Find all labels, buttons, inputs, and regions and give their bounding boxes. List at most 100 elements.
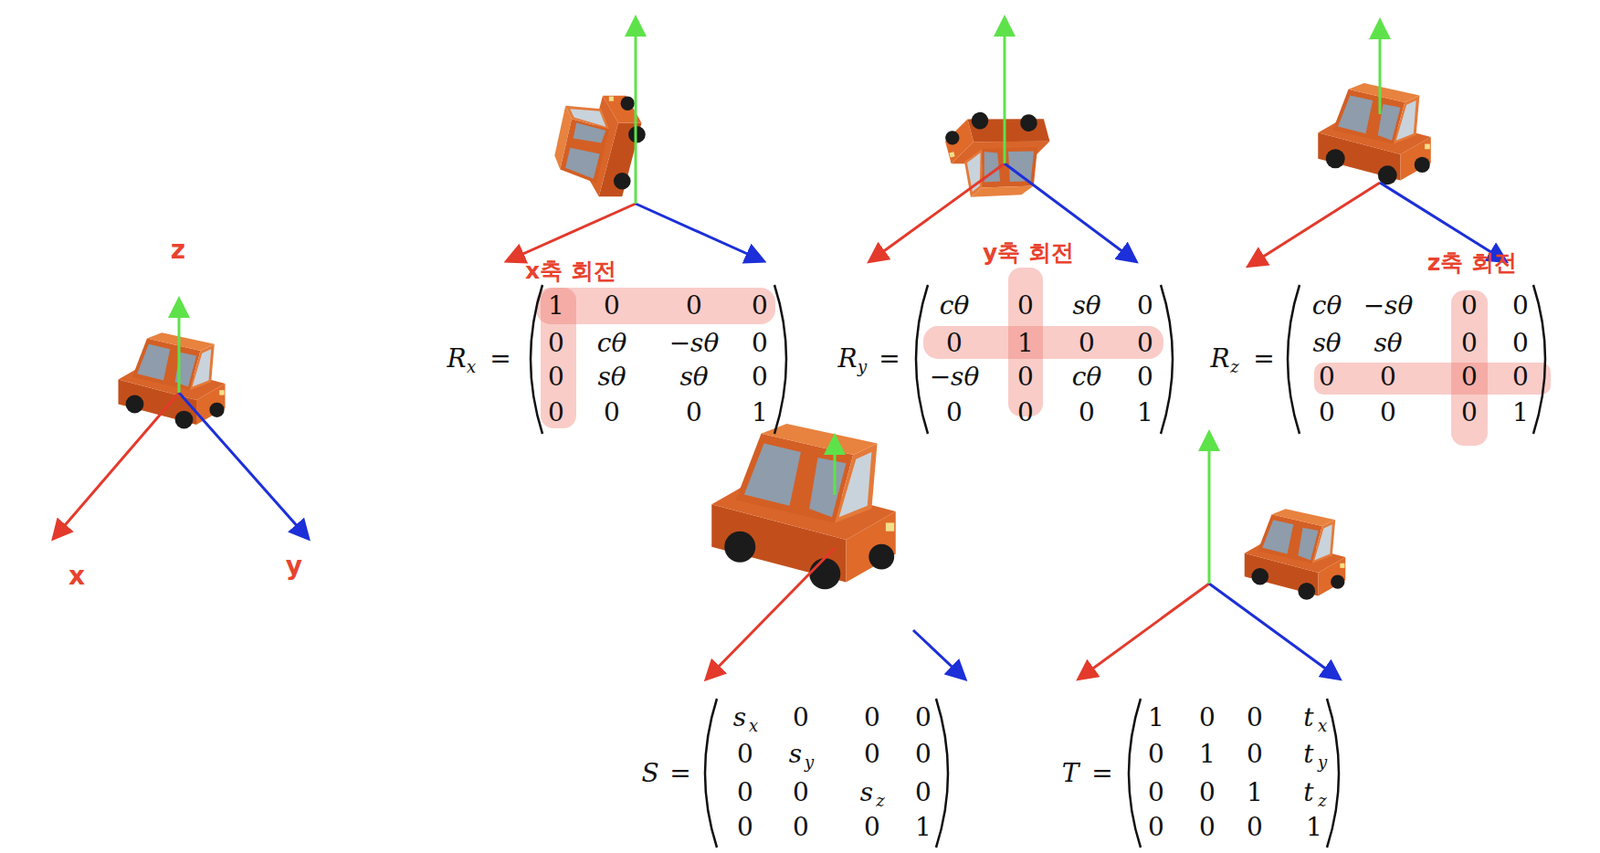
matrix-text: −sθ [1363,293,1414,319]
matrix-text: y [857,358,867,376]
matrix-text: 0 [1461,330,1478,357]
matrix-text: 0 [863,741,881,768]
matrix-text: 0 [792,705,810,731]
rotation-label: y축 회전 [982,241,1074,264]
matrix-text: 1 [751,400,769,426]
matrix-text: 0 [1199,779,1216,806]
matrix-text: 0 [1017,400,1034,426]
matrix-text: 0 [736,779,754,806]
matrix-text: 0 [1136,364,1154,390]
matrix-text: 0 [1136,293,1154,319]
matrix-text: 0 [915,741,932,768]
matrix-text: 0 [1318,400,1336,426]
matrix-text: t [1303,779,1314,806]
matrix-text: 0 [1246,814,1264,841]
matrix-text: z [1317,792,1327,810]
matrix-text: R [837,346,857,372]
matrix-text: 1 [1512,400,1529,426]
matrix-text: 0 [946,400,963,426]
matrix-text: 0 [751,330,769,357]
matrix-text: 0 [1246,741,1264,768]
matrix-text: 0 [863,814,881,841]
matrix-text: 0 [1078,400,1095,426]
matrix-text: 0 [863,705,881,731]
matrix-text: 1 [1305,814,1323,841]
matrix-text: 0 [1078,330,1095,357]
matrix-text: s [789,741,802,768]
matrix-text: sθ [1373,330,1402,357]
matrix-text: 0 [1512,330,1529,357]
matrix-text: 0 [547,364,565,390]
matrix-text: 1 [1017,330,1034,357]
matrix-text: y [1317,754,1327,771]
matrix-text: = [489,346,511,372]
matrix-text: 0 [792,779,810,806]
matrix-text: z [875,792,885,810]
matrix-text: cθ [1072,364,1103,390]
matrix-text: 0 [736,814,754,841]
matrix-text: 0 [1199,814,1216,841]
matrix-text: 0 [547,400,565,426]
matrix-text: x [1317,717,1327,735]
matrix-text: 0 [1512,293,1529,319]
matrix-text: 0 [751,293,769,319]
matrix-text: sθ [679,364,708,390]
matrix-text: 0 [915,779,932,806]
matrix-text: 0 [1136,330,1154,357]
matrix-text: −sθ [929,364,980,390]
rotation-label: z축 회전 [1427,251,1517,274]
matrix-text: 0 [685,400,703,426]
matrix-text: sθ [1072,293,1101,319]
matrix-text: 0 [603,400,621,426]
matrix-text: x [466,358,476,376]
matrix-text: 0 [1379,364,1397,390]
matrix-text: 1 [1199,741,1216,768]
matrix-text: 0 [685,293,703,319]
matrix-text: 1 [915,814,932,841]
matrix-text: 0 [1017,364,1034,390]
matrix-text: 0 [792,814,810,841]
matrix-text: sθ [597,364,626,390]
matrix-text: 1 [1246,779,1264,806]
matrix-text: 0 [946,330,963,357]
matrix-text: 0 [1246,705,1264,731]
axis-label: z [170,237,186,264]
matrix-text: 0 [1147,814,1165,841]
matrix-text: = [878,346,900,372]
matrix-text: = [1252,346,1274,372]
matrix-text: 0 [1199,705,1216,731]
matrix-text: z [1230,358,1239,376]
matrix-text: 1 [1147,705,1165,731]
matrix-text: 0 [1512,364,1529,390]
matrix-text: cθ [597,330,628,357]
matrix-text: = [669,760,691,787]
matrix-text: 0 [1147,741,1165,768]
matrix-text: R [1210,346,1230,372]
matrix-text: 0 [1461,293,1478,319]
matrix-text: T [1062,760,1080,787]
matrix-text: 0 [1461,364,1478,390]
matrix-text: x [748,717,758,735]
axis-label: y [285,553,303,579]
matrix-text: 0 [547,330,565,357]
matrix-text: 1 [547,293,565,319]
matrix-text: −sθ [669,330,720,357]
matrix-text: 0 [751,364,769,390]
matrix-text: s [733,705,747,731]
matrix-text: S [641,760,659,787]
matrix-text: 0 [1379,400,1397,426]
matrix-text: cθ [1312,293,1343,319]
matrix-text: s [860,779,874,806]
matrix-text: sθ [1312,330,1341,357]
rotation-label: x축 회전 [525,259,617,283]
matrix-text: 1 [1136,400,1154,426]
matrix-text: 0 [1318,364,1336,390]
matrix-text: 0 [1461,400,1478,426]
matrix-text: R [446,346,466,372]
matrix-text: t [1303,705,1314,731]
matrix-text: t [1303,741,1314,768]
matrix-text: 0 [736,741,754,768]
matrix-text: = [1091,760,1113,787]
axis-label: x [68,563,85,590]
matrix-text: 0 [1017,293,1034,319]
